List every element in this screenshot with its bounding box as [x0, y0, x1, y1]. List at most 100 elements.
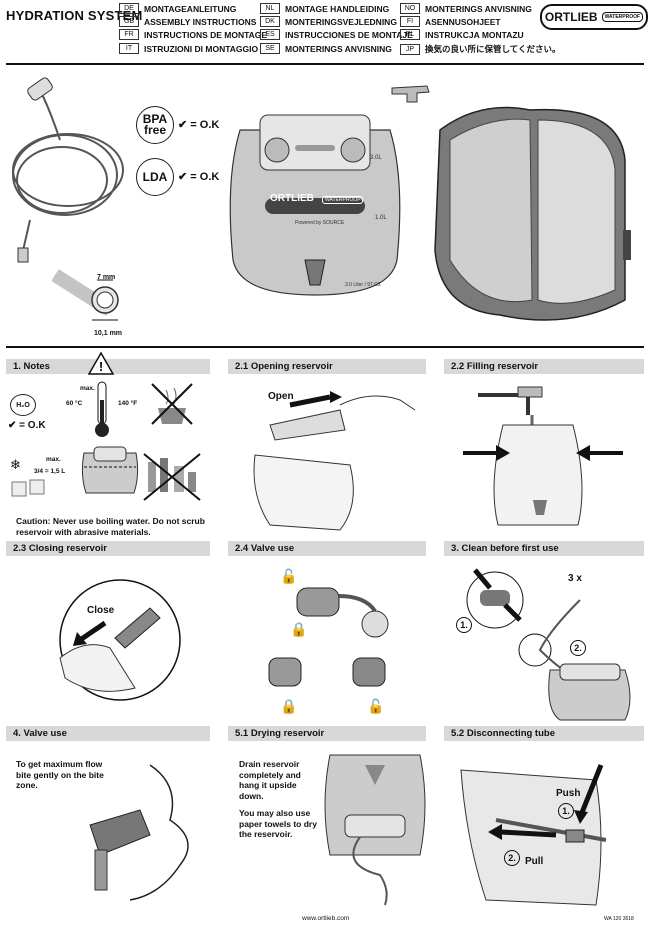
language-entry: JP 換気の良い所に保管してください。: [400, 43, 561, 55]
language-code: GB: [119, 16, 139, 27]
language-entry: NO MONTERINGS ANVISNING: [400, 3, 532, 14]
bag-volume: 3.0 Liter / 97 OZ: [345, 282, 382, 288]
drying-text-towels: You may also use paper towels to dry the…: [239, 808, 317, 839]
language-entry: IT ISTRUZIONI DI MONTAGGIO: [119, 43, 258, 54]
section-title-bite-valve: 4. Valve use: [6, 726, 210, 741]
snowflake-icon: ❄: [10, 457, 21, 472]
closing-reservoir-illustration: [59, 579, 181, 701]
svg-text:🔒: 🔒: [280, 699, 297, 715]
language-text: MONTERINGSVEJLEDNING: [285, 16, 397, 27]
language-code: FI: [400, 16, 420, 27]
ortlieb-logo: ORTLIEB WATERPROOF: [540, 4, 648, 30]
language-entry: FR INSTRUCTIONS DE MONTAGE: [119, 29, 267, 40]
footer-doc-code: WA 120 3618: [604, 916, 634, 922]
section-title-closing: 2.3 Closing reservoir: [6, 541, 210, 556]
bag-brand: ORTLIEB: [270, 193, 314, 204]
thermometer-icon: [95, 381, 109, 437]
language-text: MONTAGE HANDLEIDING: [285, 3, 390, 14]
step-two-pull: 2.: [504, 850, 520, 866]
ice-cubes-icon: [11, 479, 45, 497]
language-text: 換気の良い所に保管してください。: [425, 44, 561, 54]
language-code: NL: [260, 3, 280, 14]
insulating-sleeve-illustration: [434, 106, 631, 321]
opening-reservoir-illustration: [253, 391, 416, 531]
section-title-filling: 2.2 Filling reservoir: [444, 359, 644, 374]
bite-valve-text: To get maximum flow bite gently on the b…: [16, 759, 104, 790]
language-entry: NL MONTAGE HANDLEIDING: [260, 3, 389, 14]
language-text: INSTRUCTIONS DE MONTAGE: [144, 29, 268, 40]
temp-max-label: max.: [80, 385, 95, 392]
filling-reservoir-illustration: [463, 386, 623, 526]
section-title-drying: 5.1 Drying reservoir: [228, 726, 426, 741]
svg-text:🔓: 🔓: [367, 698, 384, 715]
drying-text-drain: Drain reservoir completely and hang it u…: [239, 759, 301, 801]
bpa-free-badge: BPA free: [136, 106, 174, 144]
section-title-valve-use: 2.4 Valve use: [228, 541, 426, 556]
drying-illustration: [324, 754, 426, 906]
reservoir-bag-illustration: [229, 114, 401, 296]
section-title-opening: 2.1 Opening reservoir: [228, 359, 426, 374]
language-entry: ES INSTRUCCIONES DE MONTAJE: [260, 29, 413, 40]
tube-outer-diameter: 10,1 mm: [94, 330, 123, 337]
open-label: Open: [268, 391, 294, 402]
language-text: ASENNUSOHJEET: [425, 16, 501, 27]
language-text: MONTERINGS ANVISNING: [285, 43, 392, 54]
bag-tag: WATERPROOF: [322, 196, 364, 204]
language-text: MONTERINGS ANVISNING: [425, 3, 532, 14]
svg-text:🔒: 🔒: [290, 622, 307, 638]
h2o-ok: ✔ = O.K: [8, 420, 46, 431]
section-title-disconnect: 5.2 Disconnecting tube: [444, 726, 644, 741]
bag-mark-3l: 3.0L: [370, 155, 382, 161]
language-code: ES: [260, 29, 280, 40]
fill-max-label: max.: [46, 456, 61, 463]
check-icon: ✔: [8, 420, 17, 431]
language-code: PL: [400, 29, 420, 40]
language-entry: GB ASSEMBLY INSTRUCTIONS: [119, 16, 256, 27]
document-title: HYDRATION SYSTEM: [6, 8, 143, 23]
step-one-push: 1.: [558, 803, 574, 819]
h2o-badge: H₂O: [10, 394, 36, 416]
push-label: Push: [556, 788, 581, 799]
brand-tag: WATERPROOF: [601, 12, 644, 22]
language-text: INSTRUKCJA MONTAZU: [425, 29, 524, 40]
language-code: NO: [400, 3, 420, 14]
no-abrasives-icon: [143, 453, 201, 501]
no-boiling-icon: [151, 383, 193, 425]
svg-text:!: !: [99, 359, 103, 374]
warning-icon: !: [87, 351, 115, 375]
language-code: SE: [260, 43, 280, 54]
check-icon: ✔: [178, 119, 188, 131]
section-title-clean: 3. Clean before first use: [444, 541, 644, 556]
language-code: JP: [400, 43, 420, 55]
small-bag-icon: [81, 446, 139, 494]
lda-badge: LDA: [136, 158, 174, 196]
temp-fahrenheit: 140 °F: [118, 400, 138, 407]
clean-illustration: [466, 568, 631, 721]
language-entry: FI ASENNUSOHJEET: [400, 16, 501, 27]
pull-label: Pull: [525, 856, 544, 867]
bpa-ok: ✔ = O.K: [178, 119, 220, 131]
close-label: Close: [87, 605, 115, 616]
disconnect-illustration: [460, 764, 607, 906]
step-one-clean: 1.: [456, 617, 472, 633]
language-text: MONTAGEANLEITUNG: [144, 3, 237, 14]
language-text: ASSEMBLY INSTRUCTIONS: [144, 16, 257, 27]
check-icon: ✔: [178, 171, 188, 183]
bite-valve-illustration: [89, 764, 189, 901]
hook-clip-illustration: [391, 85, 430, 103]
svg-text:🔓: 🔓: [280, 568, 297, 585]
caution-text: Caution: Never use boiling water. Do not…: [16, 516, 205, 537]
language-text: ISTRUZIONI DI MONTAGGIO: [144, 43, 259, 54]
language-code: IT: [119, 43, 139, 54]
language-text: INSTRUCCIONES DE MONTAJE: [285, 29, 413, 40]
language-entry: PL INSTRUKCJA MONTAZU: [400, 29, 524, 40]
footer-url: www.ortlieb.com: [302, 915, 350, 922]
language-code: FR: [119, 29, 139, 40]
tube-diameter-diagram: [51, 269, 119, 321]
repeat-count: 3 x: [568, 573, 582, 584]
temp-celsius: 60 °C: [66, 400, 83, 407]
language-code: DE: [119, 3, 139, 14]
header-rule: [6, 63, 644, 65]
lda-ok: ✔ = O.K: [178, 171, 220, 183]
fill-level: 3/4 = 1,5 L: [34, 468, 66, 475]
